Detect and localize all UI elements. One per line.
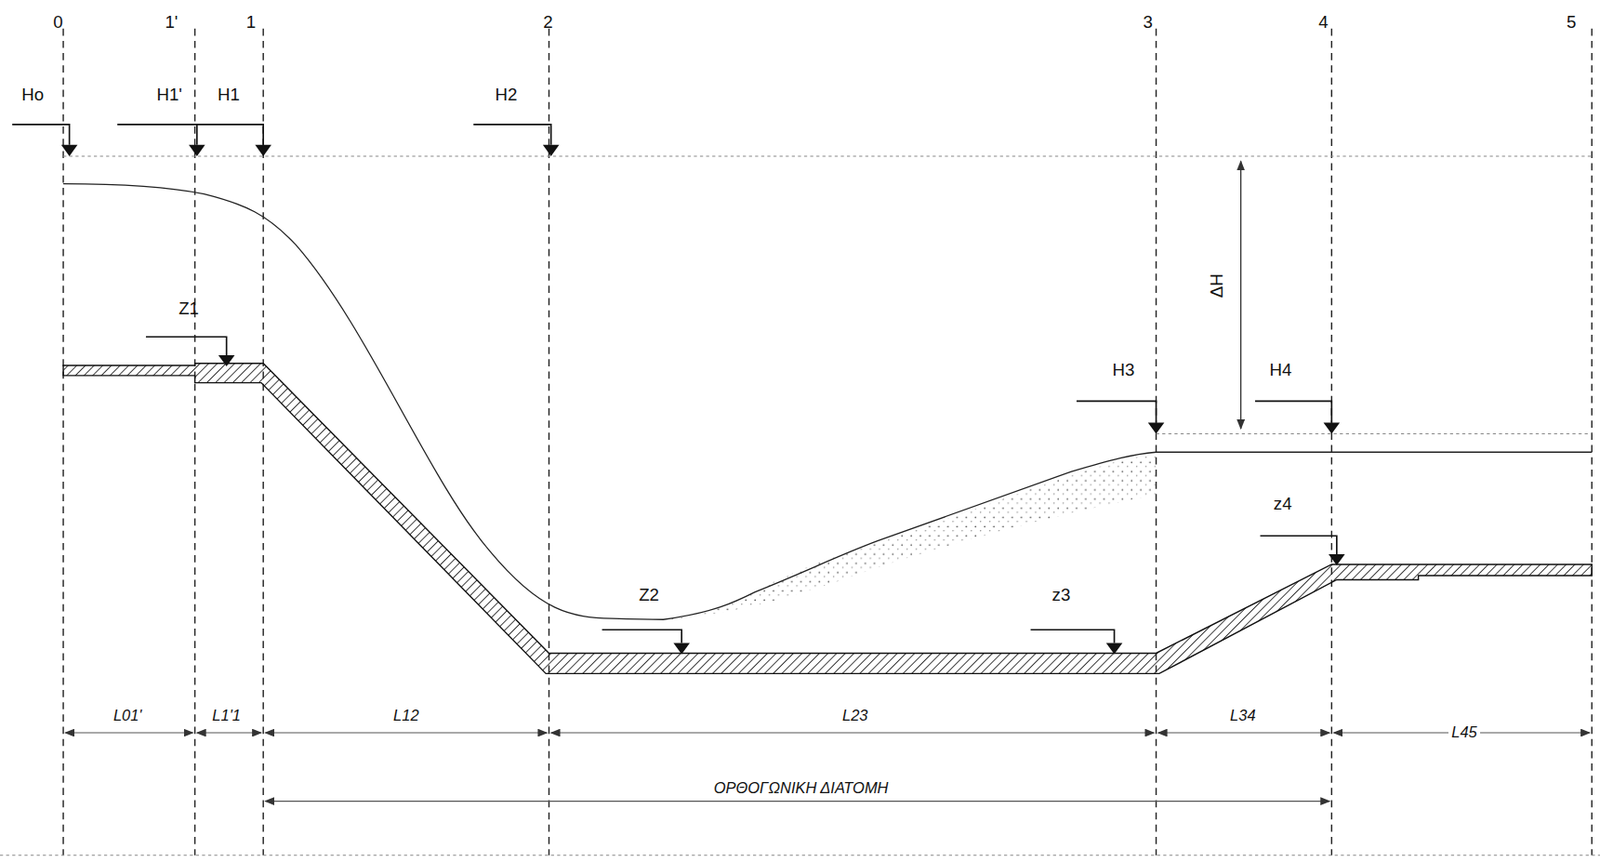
elevation-label: Z2 <box>638 586 660 605</box>
head-label: H1' <box>156 86 182 105</box>
station-number: 1 <box>246 13 256 32</box>
head-label: H2 <box>494 86 517 105</box>
station-number: 0 <box>52 13 63 32</box>
head-loss-label: ΔH <box>1208 273 1227 298</box>
head-label: Ho <box>21 86 44 105</box>
head-label: H3 <box>1112 361 1136 380</box>
length-dimension: L45 <box>1448 724 1481 740</box>
station-number: 3 <box>1143 13 1153 32</box>
length-dimension: L12 <box>393 707 419 723</box>
head-label: H1 <box>217 86 240 105</box>
elevation-label: z3 <box>1052 586 1072 605</box>
length-dimension: L23 <box>842 707 868 723</box>
length-dimension: L01' <box>113 707 143 723</box>
station-number: 5 <box>1566 13 1576 32</box>
head-label: H4 <box>1269 361 1293 380</box>
length-dimension: L1'1 <box>211 707 241 723</box>
length-dimension: L34 <box>1229 707 1256 723</box>
section-note: ΟΡΘΟΓΩΝΙΚΗ ΔΙΑΤΟΜΗ <box>714 780 889 795</box>
station-number: 1' <box>164 13 178 32</box>
elevation-label: Z1 <box>178 299 199 318</box>
elevation-label: z4 <box>1273 495 1293 514</box>
station-number: 2 <box>542 13 553 32</box>
station-number: 4 <box>1318 13 1328 32</box>
